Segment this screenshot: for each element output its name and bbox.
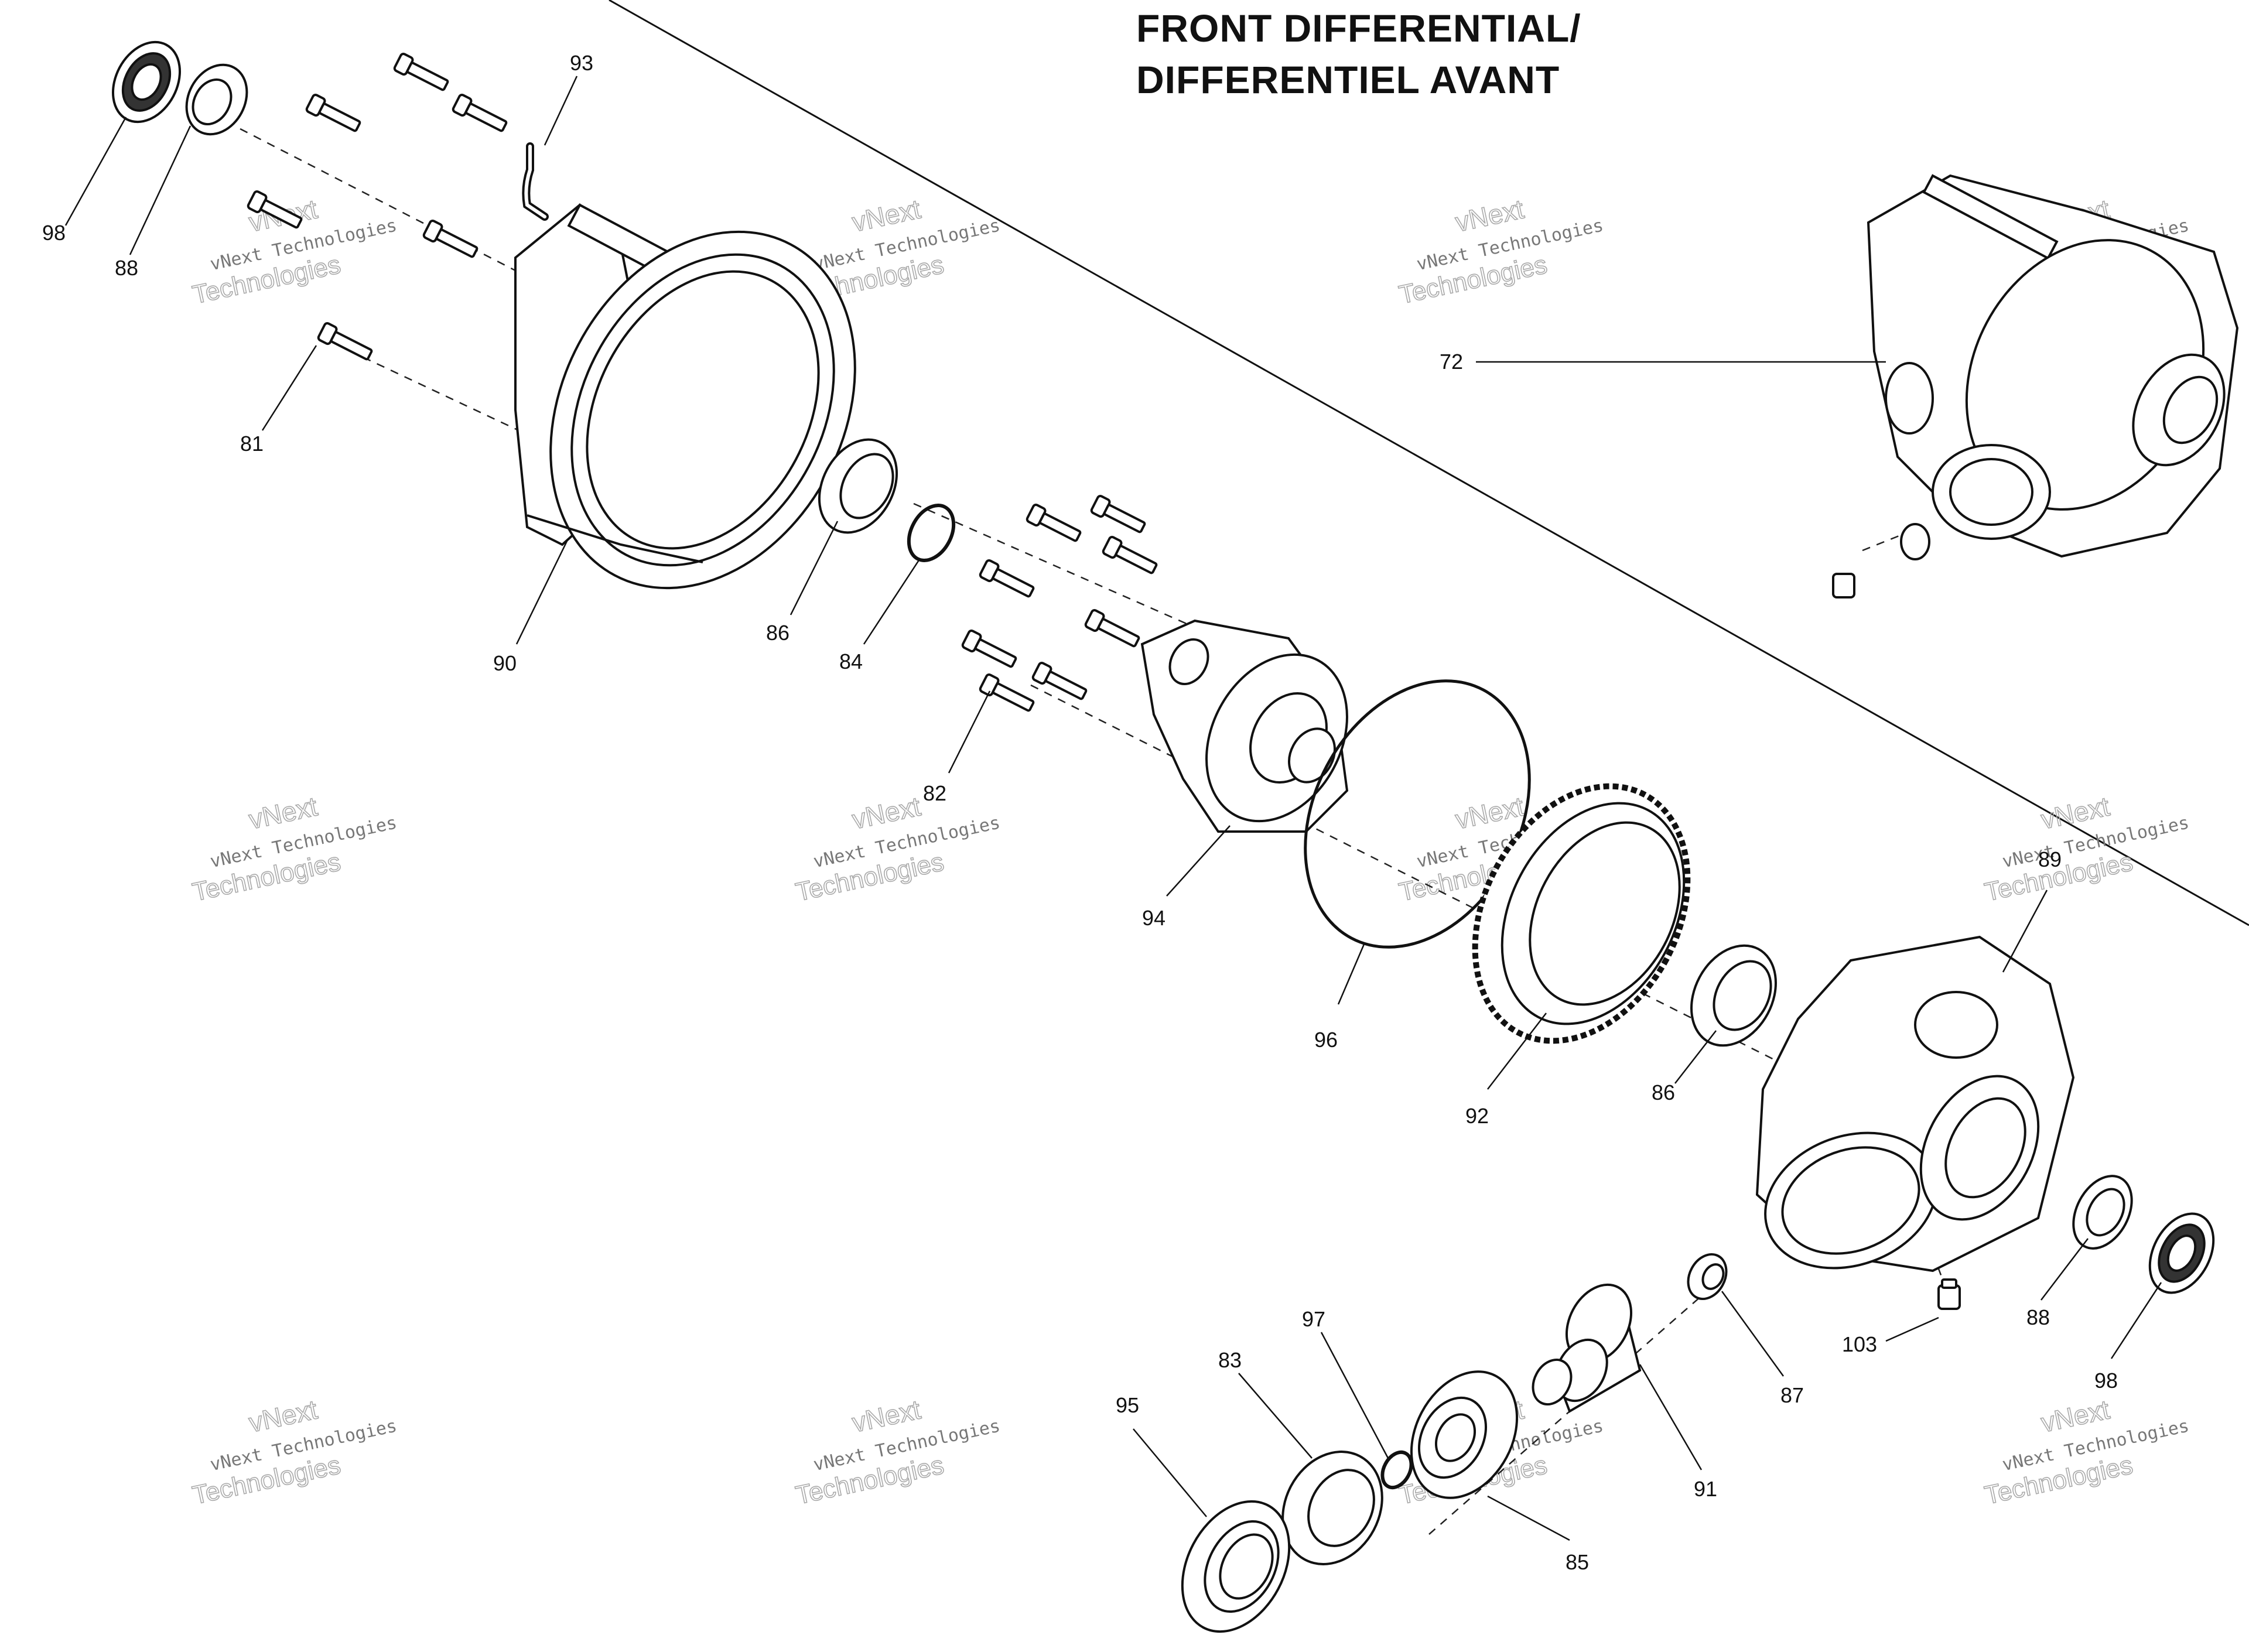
pinion-shaft-91 <box>1532 1283 1642 1413</box>
watermark-line1: vNext <box>246 791 320 834</box>
seal-98-right <box>2148 1212 2215 1294</box>
watermark-line1: vNext <box>849 193 923 237</box>
watermark-line1: vNext <box>849 791 923 834</box>
callout-98-top: 98 <box>42 221 66 245</box>
main-housing-89 <box>1755 935 2075 1273</box>
callout-85: 85 <box>1566 1550 1589 1574</box>
callout-103: 103 <box>1842 1332 1877 1356</box>
callout-87: 87 <box>1780 1383 1804 1407</box>
housing-cover-90 <box>514 203 856 590</box>
callout-89: 89 <box>2038 847 2062 871</box>
bearing-88-right <box>2072 1175 2133 1250</box>
callout-88-right: 88 <box>2026 1305 2050 1329</box>
differential-housing-94 <box>1140 619 1349 833</box>
section-divider-line <box>609 0 2249 926</box>
nut-83 <box>1281 1451 1383 1565</box>
assembled-differential-72 <box>1867 174 2239 558</box>
callout-labels: 98 88 93 81 90 86 84 82 94 96 92 86 72 8… <box>42 51 2118 1574</box>
assembly-axis-lines <box>240 128 1980 1535</box>
bearing-85 <box>1410 1370 1519 1499</box>
callout-83: 83 <box>1218 1348 1242 1372</box>
callout-98-right: 98 <box>2094 1369 2118 1393</box>
diagram-title-french: DIFFERENTIEL AVANT <box>1136 58 1560 101</box>
watermark-line1: vNext <box>2038 1394 2112 1438</box>
plug-103 <box>1937 1278 1961 1310</box>
callout-81: 81 <box>240 432 264 456</box>
callout-95: 95 <box>1116 1393 1139 1417</box>
callout-93: 93 <box>570 51 593 75</box>
watermark-line1: vNext <box>1452 193 1526 237</box>
diagram-title-english: FRONT DIFFERENTIAL/ <box>1136 6 1581 50</box>
seal-98-top <box>111 40 182 124</box>
callout-96: 96 <box>1314 1028 1338 1052</box>
callout-94: 94 <box>1142 906 1165 930</box>
seal-95 <box>1181 1500 1291 1633</box>
callout-84: 84 <box>839 649 863 673</box>
callout-88-top: 88 <box>115 256 138 280</box>
callout-86-left: 86 <box>766 621 789 645</box>
bolt-set-81 <box>247 53 508 361</box>
bolt-set-82 <box>961 495 1158 712</box>
callout-91: 91 <box>1694 1477 1717 1501</box>
bearing-86-left <box>818 438 898 534</box>
circlip-84 <box>907 504 956 562</box>
watermark-line1: vNext <box>2038 791 2112 834</box>
callout-97: 97 <box>1302 1307 1325 1331</box>
watermark-line1: vNext <box>849 1394 923 1438</box>
callout-82: 82 <box>923 781 946 805</box>
bearing-86-right <box>1690 944 1777 1047</box>
assembled-plug-72 <box>1832 523 1930 598</box>
callout-72: 72 <box>1440 350 1463 374</box>
leader-lines <box>64 76 2162 1541</box>
watermark-line1: vNext <box>246 1394 320 1438</box>
watermark-line1: vNext <box>1452 791 1526 834</box>
needle-bearing-87 <box>1687 1253 1728 1301</box>
callout-90: 90 <box>493 651 517 675</box>
callout-92: 92 <box>1465 1104 1489 1128</box>
callout-86-right: 86 <box>1652 1080 1675 1104</box>
bearing-88-top <box>185 63 248 136</box>
circlip-97 <box>1380 1450 1413 1490</box>
ring-gear-92 <box>1472 783 1691 1044</box>
